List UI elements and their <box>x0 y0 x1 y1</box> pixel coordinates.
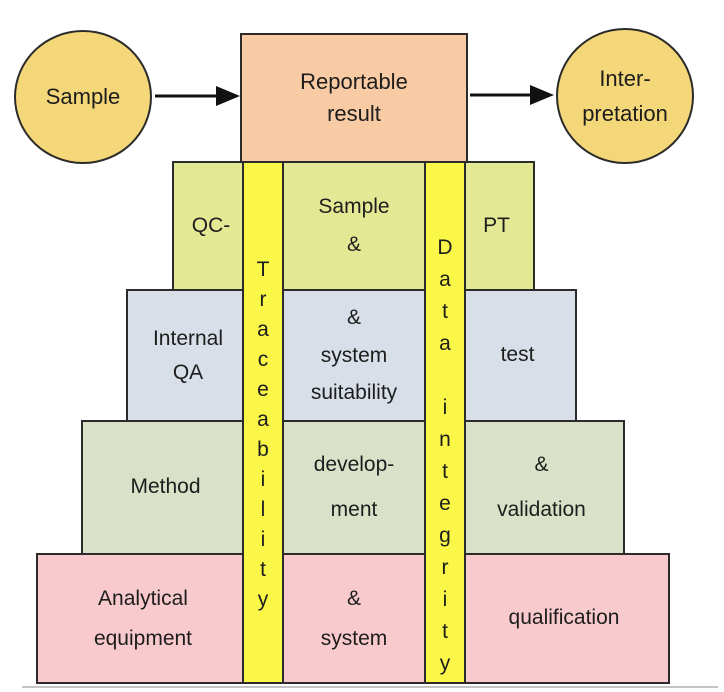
cell-test: test <box>458 289 577 422</box>
cell-and-system: & system <box>278 553 430 684</box>
data-integrity-bar: D a t a i n t e g r i t y <box>424 161 466 684</box>
cell-method: Method <box>81 420 250 555</box>
cell-system-suitability-label: & system suitability <box>310 305 398 405</box>
cell-validation-label: & validation <box>497 453 586 521</box>
bottom-rule <box>22 686 718 688</box>
cell-and-system-label: & system <box>320 586 388 650</box>
data-integrity-bar-letters: D a t a i n t e g r i t y <box>437 236 453 675</box>
reportable-result-node: Reportable result <box>240 33 468 163</box>
cell-qc: QC- <box>172 161 250 291</box>
cell-sample-and: Sample & <box>278 161 430 291</box>
cell-analytical-equipment: Analytical equipment <box>36 553 250 684</box>
cell-system-suitability: & system suitability <box>278 289 430 422</box>
cell-qualification-label: qualification <box>508 606 620 630</box>
cell-pt-label: PT <box>483 213 510 237</box>
sample-node-label: Sample <box>45 84 121 110</box>
arrow-result-to-interpretation <box>470 85 554 105</box>
cell-development-label: develop- ment <box>313 453 395 521</box>
traceability-bar: T r a c e a b i l i t y <box>242 161 284 684</box>
cell-qc-label: QC- <box>191 213 231 237</box>
cell-analytical-equipment-label: Analytical equipment <box>93 586 193 650</box>
cell-qualification: qualification <box>458 553 670 684</box>
traceability-bar-letters: T r a c e a b i l i t y <box>256 258 270 611</box>
cell-development: develop- ment <box>278 420 430 555</box>
cell-validation: & validation <box>458 420 625 555</box>
cell-pt: PT <box>458 161 535 291</box>
interpretation-node-label: Inter- pretation <box>582 65 668 126</box>
cell-internal-qa: Internal QA <box>126 289 250 422</box>
cell-method-label: Method <box>130 475 201 499</box>
arrow-sample-to-result <box>155 86 240 106</box>
reportable-result-label: Reportable result <box>300 69 408 126</box>
interpretation-node: Inter- pretation <box>556 28 694 164</box>
cell-sample-and-label: Sample & <box>318 195 390 256</box>
cell-internal-qa-label: Internal QA <box>152 326 224 384</box>
cell-test-label: test <box>500 343 535 367</box>
sample-node: Sample <box>14 30 152 164</box>
